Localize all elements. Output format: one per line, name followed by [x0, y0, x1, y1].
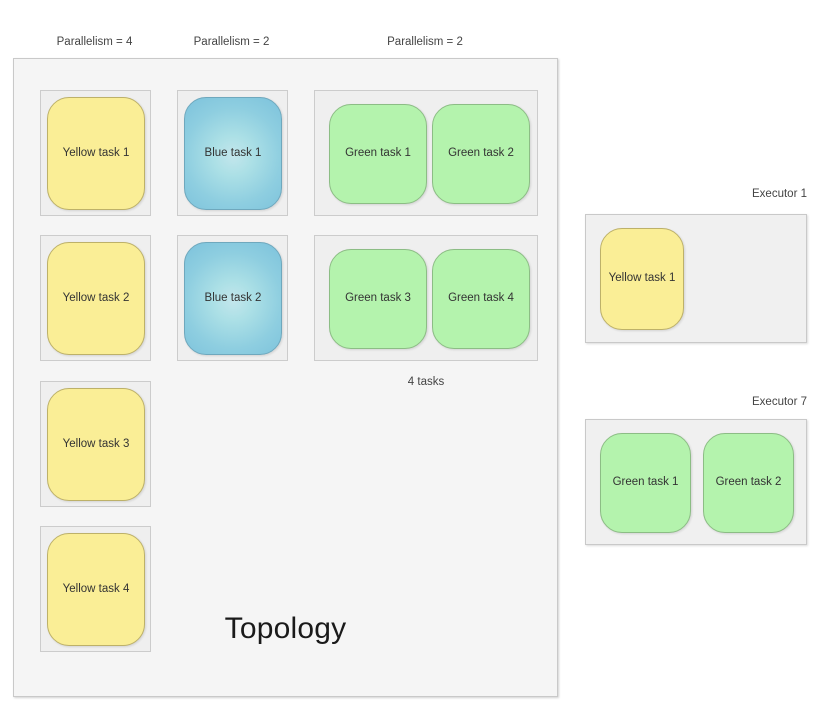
parallelism-label-yellow: Parallelism = 4 — [56, 36, 133, 48]
task-wrapper-yellow-3[interactable]: Yellow task 3 — [40, 381, 151, 507]
task-group-green-2[interactable]: Green task 3 Green task 4 — [314, 235, 538, 361]
task-label: Green task 1 — [345, 147, 411, 160]
parallelism-label-blue: Parallelism = 2 — [193, 36, 270, 48]
task-label: Green task 2 — [448, 147, 514, 160]
task-green-3[interactable]: Green task 3 — [329, 249, 427, 349]
task-wrapper-blue-1[interactable]: Blue task 1 — [177, 90, 288, 216]
task-group-green-1[interactable]: Green task 1 Green task 2 — [314, 90, 538, 216]
executor-7-task-green-1[interactable]: Green task 1 — [600, 433, 691, 533]
task-label: Yellow task 3 — [62, 437, 130, 450]
topology-container: Yellow task 1 Yellow task 2 Yellow task … — [13, 58, 558, 697]
task-wrapper-yellow-1[interactable]: Yellow task 1 — [40, 90, 151, 216]
task-label: Blue task 1 — [204, 146, 262, 159]
executor-panel-1[interactable]: Yellow task 1 — [585, 214, 807, 343]
executor-panel-7[interactable]: Green task 1 Green task 2 — [585, 419, 807, 545]
task-yellow-3[interactable]: Yellow task 3 — [47, 388, 145, 501]
executor-7-task-green-2[interactable]: Green task 2 — [703, 433, 794, 533]
task-label: Green task 1 — [612, 476, 679, 489]
task-green-4[interactable]: Green task 4 — [432, 249, 530, 349]
task-label: Blue task 2 — [204, 291, 262, 304]
task-wrapper-yellow-4[interactable]: Yellow task 4 — [40, 526, 151, 652]
tasks-count-caption: 4 tasks — [407, 376, 445, 388]
task-wrapper-blue-2[interactable]: Blue task 2 — [177, 235, 288, 361]
executor-1-task-yellow-1[interactable]: Yellow task 1 — [600, 228, 684, 330]
parallelism-label-green: Parallelism = 2 — [387, 36, 463, 48]
task-blue-1[interactable]: Blue task 1 — [184, 97, 282, 210]
task-yellow-2[interactable]: Yellow task 2 — [47, 242, 145, 355]
task-wrapper-yellow-2[interactable]: Yellow task 2 — [40, 235, 151, 361]
task-label: Green task 3 — [345, 292, 411, 305]
task-label: Yellow task 4 — [62, 582, 130, 595]
task-blue-2[interactable]: Blue task 2 — [184, 242, 282, 355]
task-yellow-1[interactable]: Yellow task 1 — [47, 97, 145, 210]
task-label: Green task 2 — [715, 476, 782, 489]
task-label: Green task 4 — [448, 292, 514, 305]
task-label: Yellow task 1 — [62, 146, 130, 159]
task-green-2[interactable]: Green task 2 — [432, 104, 530, 204]
executor-label-1: Executor 1 — [752, 188, 807, 200]
task-green-1[interactable]: Green task 1 — [329, 104, 427, 204]
task-yellow-4[interactable]: Yellow task 4 — [47, 533, 145, 646]
task-label: Yellow task 2 — [62, 291, 130, 304]
task-label: Yellow task 1 — [608, 272, 676, 285]
page-title: Topology — [224, 612, 347, 645]
executor-label-7: Executor 7 — [752, 396, 807, 408]
